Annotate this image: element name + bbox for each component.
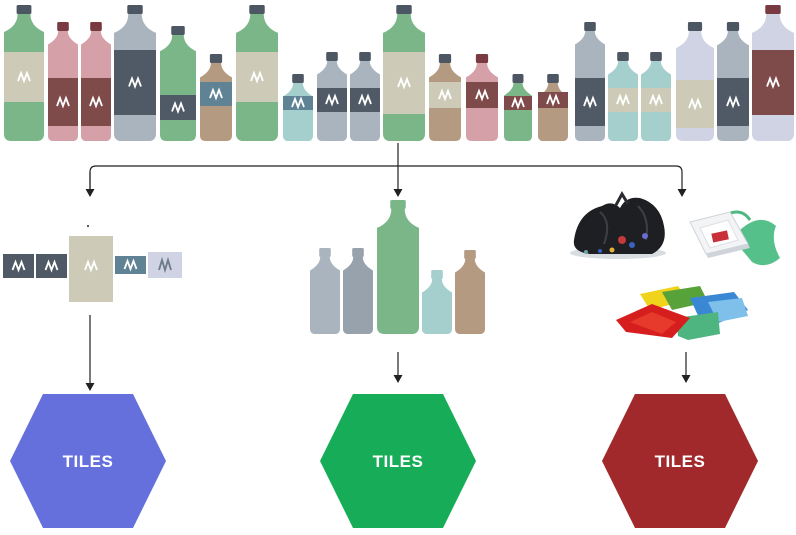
dot: [87, 225, 89, 227]
hexagon-shape: [10, 394, 166, 528]
bottle: [310, 248, 340, 334]
bottle: [236, 5, 278, 141]
flow-arrows: [85, 143, 691, 391]
zigzag-logo-icon: [438, 88, 452, 102]
zigzag-logo-icon: [89, 95, 103, 109]
bottle: [575, 22, 605, 141]
label-dark: [36, 254, 67, 278]
hexagon-tiles-3: TILES: [602, 394, 758, 528]
bottle: [504, 74, 532, 141]
zigzag-logo-icon: [688, 97, 702, 111]
zigzag-logo-icon: [56, 95, 70, 109]
bottle: [466, 54, 498, 141]
zigzag-logo-icon: [583, 95, 597, 109]
zigzag-logo-icon: [358, 93, 372, 107]
zigzag-logo-icon: [726, 95, 740, 109]
zigzag-logo-icon: [766, 75, 780, 90]
bottle: [422, 270, 452, 334]
zigzag-logo-icon: [250, 70, 264, 84]
zigzag-logo-icon: [17, 70, 31, 84]
output-hexagons: TILES TILES TILES: [10, 394, 758, 528]
label-blue: [115, 256, 146, 274]
bottle: [538, 74, 568, 141]
zigzag-logo-icon: [475, 88, 489, 102]
bottle: [48, 22, 78, 141]
bottle: [676, 22, 714, 141]
labels-group: [3, 225, 182, 302]
hexagon-label: TILES: [655, 452, 706, 471]
zigzag-logo-icon: [291, 96, 305, 110]
bottle: [350, 52, 380, 141]
bottle: [200, 54, 232, 141]
bottle: [114, 5, 156, 141]
zigzag-logo-icon: [325, 93, 339, 107]
bottle: [383, 5, 425, 141]
hexagon-tiles-1: TILES: [10, 394, 166, 528]
arrow-right-split: [89, 165, 687, 197]
plastic-bag-icon: [689, 210, 780, 266]
clean-bottles-group: [310, 200, 485, 334]
crumpled-wrapper-icon: [616, 286, 748, 340]
hexagon-shape: [602, 394, 758, 528]
zigzag-logo-icon: [649, 93, 663, 107]
bottle: [717, 22, 749, 141]
zigzag-logo-icon: [171, 100, 185, 115]
bottle: [160, 26, 196, 141]
mixed-bottles-row: [4, 5, 794, 141]
bottle: [608, 52, 638, 141]
hexagon-label: TILES: [373, 452, 424, 471]
garbage-bag-icon: [570, 190, 666, 259]
zigzag-logo-icon: [158, 256, 172, 274]
hexagon-label: TILES: [63, 452, 114, 471]
bottle: [641, 52, 671, 141]
bottle: [317, 52, 347, 141]
bottle: [4, 5, 44, 141]
label-dark: [3, 254, 34, 278]
hexagon-shape: [320, 394, 476, 528]
bottle: [343, 248, 373, 334]
zigzag-logo-icon: [209, 87, 223, 101]
hexagon-tiles-2: TILES: [320, 394, 476, 528]
bottle: [377, 200, 419, 334]
label-lavender: [148, 252, 182, 278]
zigzag-logo-icon: [397, 76, 411, 90]
bottle: [429, 54, 461, 141]
bottle: [81, 22, 111, 141]
bottle: [752, 5, 794, 141]
bottle: [455, 250, 485, 334]
zigzag-logo-icon: [616, 93, 630, 107]
zigzag-logo-icon: [511, 96, 525, 110]
zigzag-logo-icon: [546, 93, 560, 107]
zigzag-logo-icon: [128, 75, 142, 90]
bottle: [283, 74, 313, 141]
waste-group: [570, 190, 780, 340]
